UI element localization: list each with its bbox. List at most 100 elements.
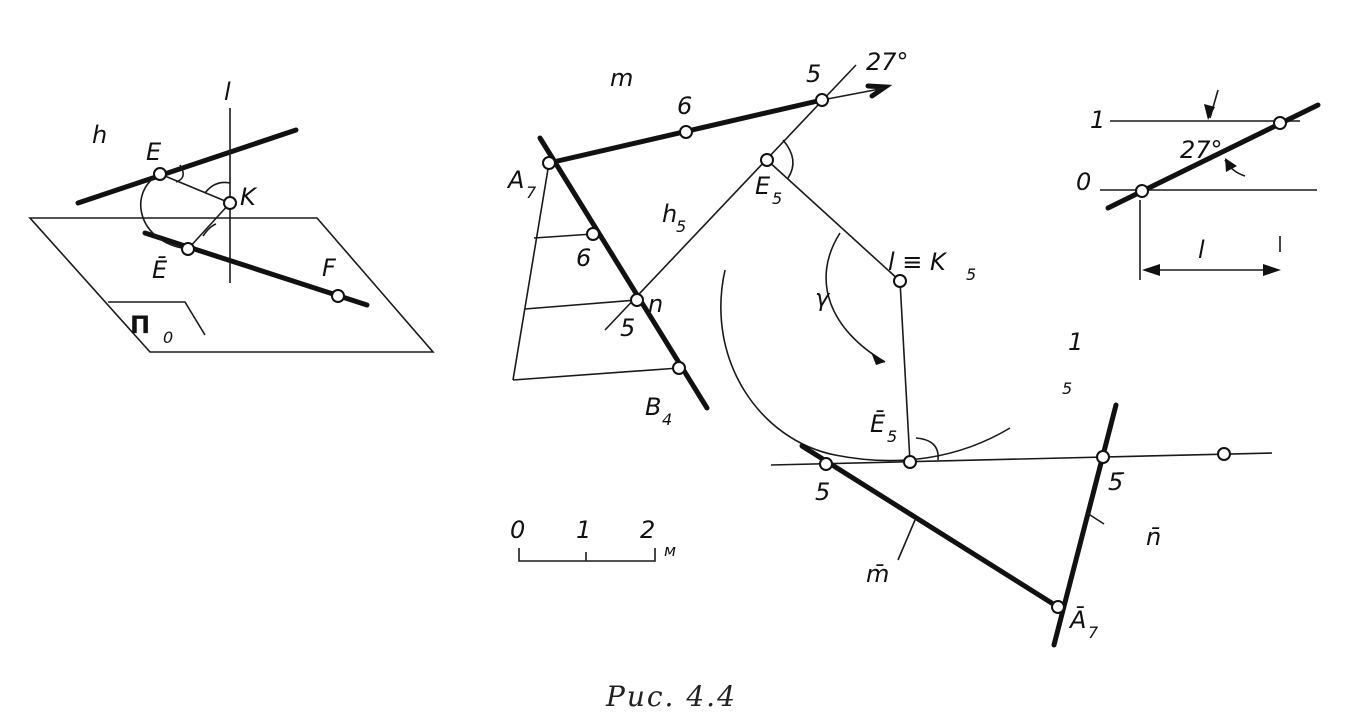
line-h <box>75 127 299 206</box>
label-n-bar: n̄ <box>1146 523 1161 551</box>
arc-rotation-outer <box>720 269 1011 462</box>
label-m: m <box>610 64 633 92</box>
point-6-top <box>679 125 693 139</box>
label-5-top: 5 <box>806 60 821 88</box>
label-5-bar: 5̄ <box>1108 468 1124 496</box>
inset-angle-arrowhead-bottom <box>1225 158 1237 172</box>
inset-point-bottom <box>1135 184 1149 198</box>
label-e5-sub: 5 <box>772 189 782 208</box>
hatch-3 <box>512 367 680 381</box>
point-5-low <box>819 457 833 471</box>
label-l-k5: l ≡ K <box>888 248 948 276</box>
segment-e5-k5 <box>766 159 901 282</box>
point-e5 <box>760 153 774 167</box>
label-a7: A <box>506 166 524 194</box>
label-e5bar-sub: 5 <box>887 427 897 446</box>
plane-pi0 <box>28 217 435 353</box>
scale-unit: м <box>664 541 676 560</box>
label-h5-sub: 5 <box>676 217 686 236</box>
plane-pi0-label-box <box>108 301 206 336</box>
label-6-top: 6 <box>677 92 692 120</box>
segment-k5-e5bar <box>899 280 911 463</box>
point-5-bar <box>1096 450 1110 464</box>
inset-label-1: 1 <box>1090 106 1105 134</box>
label-a7-sub: 7 <box>526 183 537 202</box>
angle-mark-e <box>175 164 184 183</box>
label-5-low: 5 <box>815 478 830 506</box>
hatch-2 <box>524 299 638 310</box>
scale-label-1: 1 <box>576 516 591 544</box>
inset-angle-arrowhead-top <box>1204 104 1215 120</box>
segment-k-e-bar <box>187 202 231 250</box>
label-1-mid: 1 <box>1068 328 1083 356</box>
scale-bar: 0 1 2 м <box>510 516 676 562</box>
scale-bar-line <box>518 548 656 562</box>
label-pi0-sub: 0 <box>163 328 173 347</box>
inset-label-0: 0 <box>1076 168 1091 196</box>
point-f <box>331 289 345 303</box>
inset-label-l: l <box>1198 236 1205 264</box>
label-a7bar-sub: 7 <box>1088 623 1099 642</box>
segment-e-k <box>159 173 231 204</box>
label-e5bar: Ē <box>870 409 886 438</box>
point-e-bar <box>181 242 195 256</box>
label-b4-sub: 4 <box>662 410 672 429</box>
point-e <box>153 167 167 181</box>
label-angle-top: 27° <box>866 48 909 76</box>
point-5-top <box>815 93 829 107</box>
slope-inset: 1 0 27° l <box>1076 89 1321 280</box>
label-gamma: γ <box>815 284 831 312</box>
line-h5 <box>604 64 857 331</box>
label-h5: h <box>662 200 677 228</box>
label-l-k5-sub: 5 <box>966 265 976 284</box>
point-6-mid <box>586 227 600 241</box>
arc-e-e-bar <box>140 173 189 250</box>
point-k5 <box>893 274 907 288</box>
line-scale-left <box>512 162 550 381</box>
inset-label-angle: 27° <box>1180 136 1223 164</box>
point-e5bar <box>903 455 917 469</box>
arc-gamma-arrowhead <box>871 352 885 365</box>
label-f: F <box>322 254 337 282</box>
label-e5: E <box>755 172 771 200</box>
line-m-extension <box>821 87 886 101</box>
label-pi0: Π <box>130 311 150 339</box>
scale-label-0: 0 <box>510 516 525 544</box>
point-k <box>223 196 237 210</box>
line-rotated <box>770 452 1273 466</box>
label-a7bar: Ā <box>1068 605 1086 634</box>
tick-m-bar <box>897 519 916 561</box>
point-5-mid <box>630 293 644 307</box>
spatial-view: h E l K Ē F Π 0 <box>28 78 435 353</box>
arc-gamma-inner <box>825 232 886 363</box>
label-b4: B <box>645 393 661 421</box>
inset-point-top <box>1273 116 1287 130</box>
point-b4 <box>672 361 686 375</box>
tick-n-bar <box>1086 512 1105 525</box>
label-l: l <box>224 78 231 106</box>
projection-view: m 6 5 27° A 7 h 5 E 5 6 5 n B 4 γ l ≡ K … <box>506 48 1273 648</box>
inset-dimension-arrow-left <box>1142 264 1160 276</box>
label-5-mid: 5 <box>620 314 635 342</box>
angle-mark-k-top <box>204 181 231 194</box>
label-6-mid: 6 <box>576 244 591 272</box>
line-m-arrow <box>865 83 893 99</box>
point-right-end <box>1217 447 1231 461</box>
label-h: h <box>92 121 107 149</box>
angle-mark-k-bottom <box>202 223 217 237</box>
angle-mark-e5 <box>782 139 794 179</box>
label-m-bar: m̄ <box>866 560 889 588</box>
angle-mark-e5bar <box>915 437 939 461</box>
point-a7bar <box>1051 600 1065 614</box>
label-e: E <box>146 138 162 166</box>
label-5-small: 5 <box>1062 379 1072 398</box>
scale-label-2: 2 <box>640 516 655 544</box>
label-n: n <box>648 290 663 318</box>
label-k: K <box>240 183 258 211</box>
figure-caption: Рис. 4.4 <box>605 680 737 713</box>
point-a7 <box>542 156 556 170</box>
inset-dimension-arrow-right <box>1263 264 1281 276</box>
label-e-bar: Ē <box>152 255 168 284</box>
hatch-1 <box>533 233 594 239</box>
